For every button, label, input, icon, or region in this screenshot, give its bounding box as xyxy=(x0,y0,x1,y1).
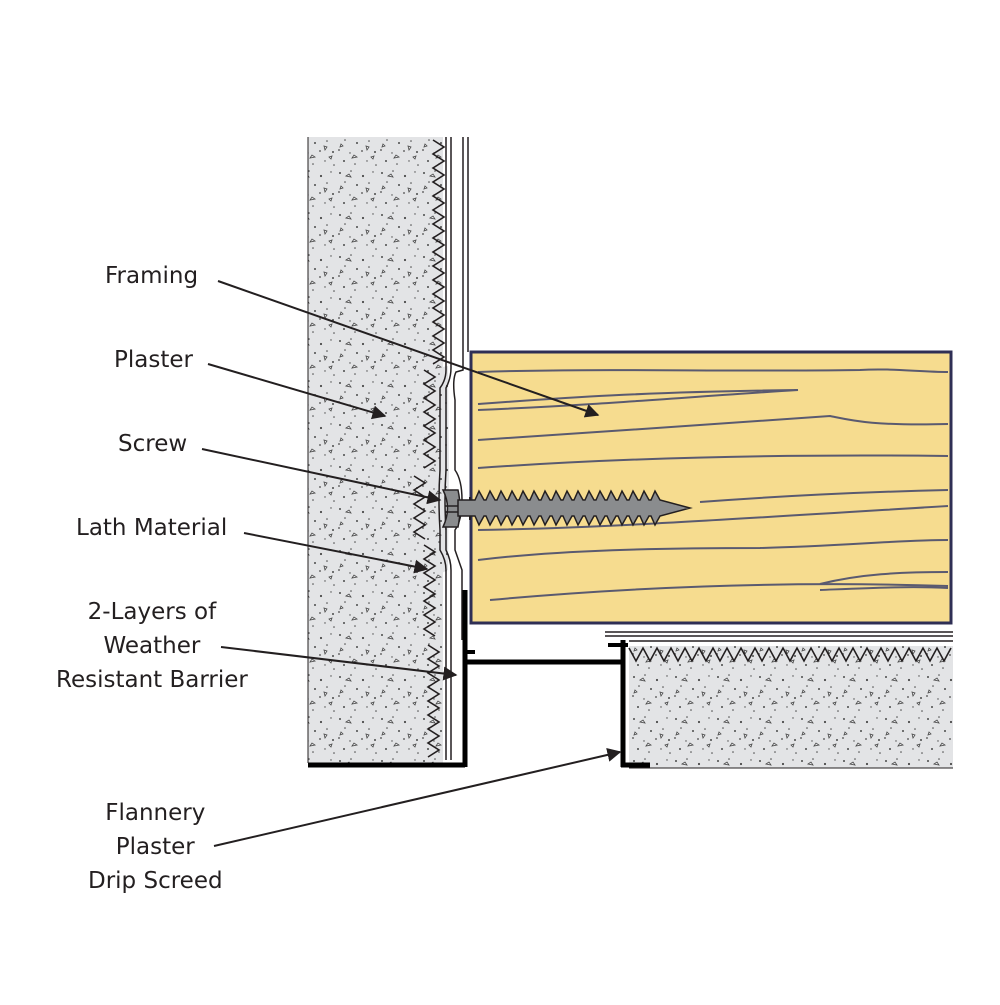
soffit-plaster xyxy=(605,631,953,769)
screw-head xyxy=(441,489,461,528)
barrier-layer-2 xyxy=(444,137,452,760)
screw xyxy=(441,489,693,528)
soffit-lath-zigzag xyxy=(628,646,952,663)
lath-bulge-fill xyxy=(418,366,449,580)
lath-zigzag-bulge-upper xyxy=(422,369,437,469)
lath-zigzag-lower xyxy=(426,644,441,758)
wood-grain-line xyxy=(699,489,949,503)
leader-weather-barrier xyxy=(220,646,458,681)
wood-grain-line xyxy=(477,454,949,469)
label-plaster: Plaster xyxy=(114,347,193,373)
framing-board xyxy=(469,350,953,625)
soffit-barrier-layers xyxy=(605,631,953,637)
leader-framing xyxy=(217,280,600,418)
wood-grain-line xyxy=(477,539,949,561)
label-screw: Screw xyxy=(118,431,188,457)
screw-head-slot xyxy=(445,505,458,513)
wood-grain-line xyxy=(819,586,949,591)
soffit-plaster-body xyxy=(629,646,953,768)
wood-grain-line xyxy=(477,414,949,441)
leader-screw xyxy=(201,448,442,505)
leader-lines xyxy=(201,280,622,847)
label-lath-material: Lath Material xyxy=(76,515,228,541)
drip-screed xyxy=(308,590,650,768)
barrier-layer-outer xyxy=(452,137,464,640)
leader-lath-material xyxy=(243,532,429,574)
leader-drip-screed xyxy=(213,748,622,847)
wood-grain-line xyxy=(489,583,949,601)
wood-grain-line xyxy=(819,571,949,585)
screw-shank xyxy=(457,489,693,527)
vertical-plaster-wall xyxy=(307,137,443,763)
lath-zigzag-upper xyxy=(431,139,446,365)
label-framing: Framing xyxy=(105,263,199,289)
label-drip-screed: Flannery Plaster Drip Screed xyxy=(88,800,223,894)
framing-lumber xyxy=(469,350,953,625)
wood-grain-line xyxy=(477,368,949,373)
lath-zigzag-bulge-center xyxy=(412,475,427,540)
leader-plaster xyxy=(207,363,387,420)
label-weather-barrier: 2-Layers of Weather Resistant Barrier xyxy=(56,599,248,693)
wood-grain-line xyxy=(477,505,949,531)
plaster-wall-body xyxy=(308,137,443,763)
